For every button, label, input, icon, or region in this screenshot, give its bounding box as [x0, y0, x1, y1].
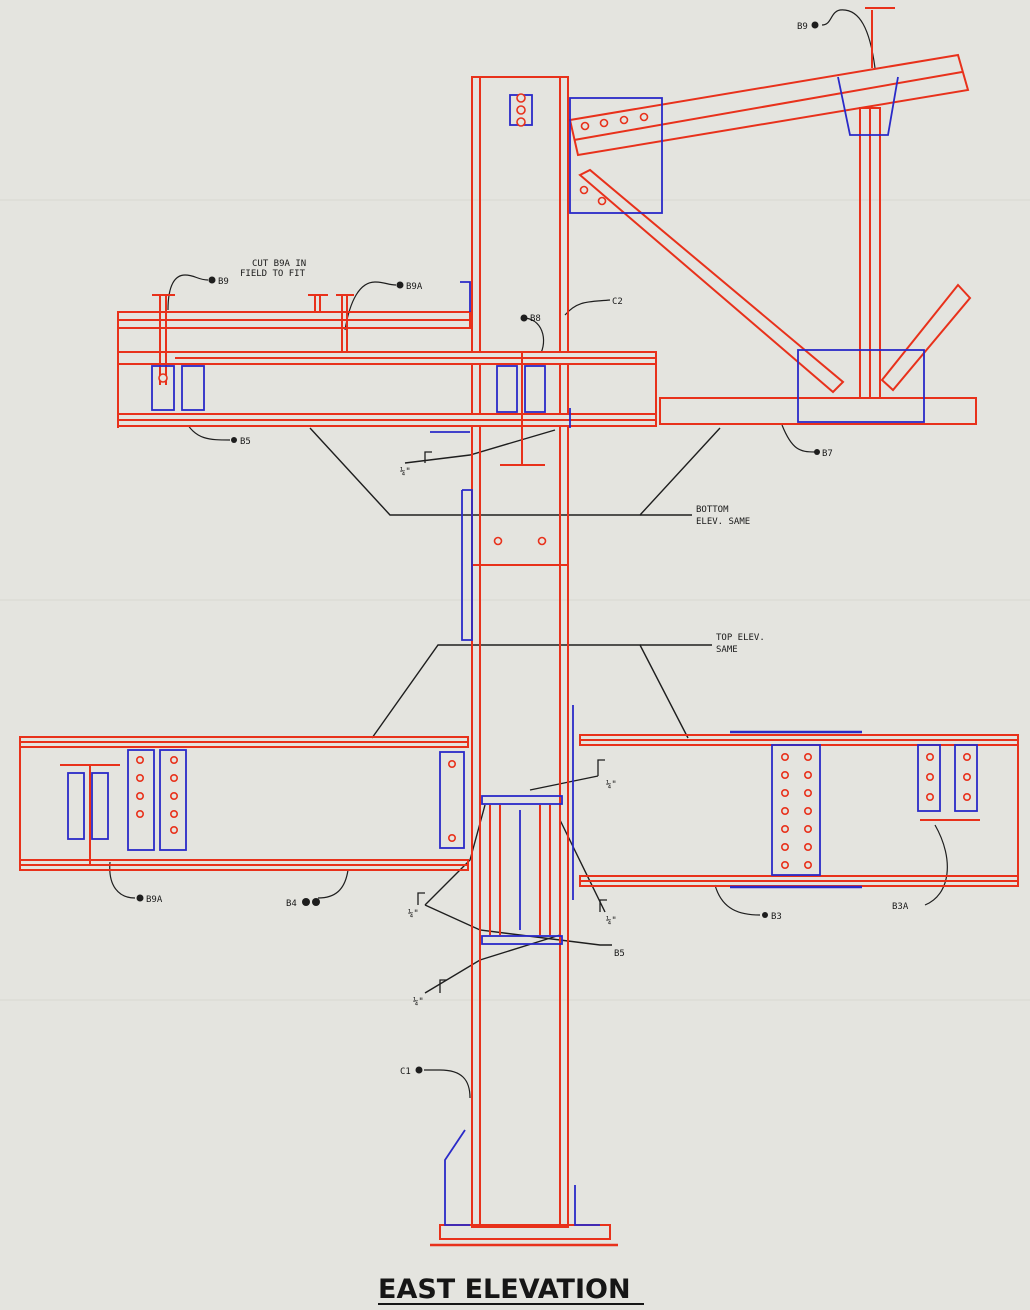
- callout-b9-roof: B9: [797, 22, 808, 32]
- callout-b9: B9: [218, 277, 229, 287]
- diagonal-brace-upper: [578, 168, 845, 394]
- callout-leaders: [109, 9, 948, 1099]
- callout-b4: B4: [286, 899, 297, 909]
- weld-symbol-left: ¼": [408, 909, 419, 919]
- connection-plates: [67, 76, 978, 1226]
- note-cut-field-line1: CUT B9A IN: [252, 259, 306, 269]
- note-bottom-elev-line1: BOTTOM: [696, 505, 729, 515]
- rafter-plate: [569, 97, 663, 214]
- b5-member: [489, 805, 551, 935]
- b8-section: [500, 351, 545, 466]
- note-top-elev-line2: SAME: [716, 645, 738, 655]
- callout-markers: [136, 21, 820, 1074]
- screen-texture: [0, 199, 1030, 1001]
- drawing-title: EAST ELEVATION: [378, 1274, 631, 1305]
- note-cut-field-line2: FIELD TO FIT: [240, 269, 306, 279]
- weld-flags: [417, 451, 607, 993]
- beam-b7: [659, 397, 977, 425]
- callout-c1: C1: [400, 1067, 411, 1077]
- drawing-labels: CUT B9A IN FIELD TO FIT BOTTOM ELEV. SAM…: [146, 22, 909, 1305]
- beam-lower-left: [19, 736, 469, 871]
- callout-b9a: B9A: [406, 282, 423, 292]
- beam-b9-upper: [117, 311, 471, 428]
- base-plate: [430, 1224, 618, 1247]
- callout-b3a: B3A: [892, 902, 909, 912]
- diagonal-brace-right: [880, 283, 972, 392]
- column-c2: [471, 76, 569, 1228]
- steel-members: [19, 7, 1019, 1247]
- roof-rafter: [568, 7, 970, 157]
- post-base-plate: [797, 349, 925, 423]
- weld-symbol-upper: ¼": [400, 467, 411, 477]
- callout-b9a-left: B9A: [146, 895, 163, 905]
- beam-b8: [117, 351, 657, 427]
- callout-b3: B3: [771, 912, 782, 922]
- beam-lower-right: [579, 734, 1019, 887]
- note-bottom-elev-line2: ELEV. SAME: [696, 517, 750, 527]
- callout-b7: B7: [822, 449, 833, 459]
- rafter-post: [859, 107, 881, 399]
- callout-c2: C2: [612, 297, 623, 307]
- callout-b5: B5: [240, 437, 251, 447]
- annotation-lines: [309, 427, 721, 994]
- bolt-holes: [136, 93, 971, 869]
- callout-b8: B8: [530, 314, 541, 324]
- beam-stub-posts: [152, 294, 354, 385]
- note-top-elev-line1: TOP ELEV.: [716, 633, 765, 643]
- callout-b5-lower: B5: [614, 949, 625, 959]
- weld-symbol-right: ¼": [606, 780, 617, 790]
- weld-symbol-lower-right: ¼": [606, 916, 617, 926]
- rafter-knee: [837, 76, 899, 136]
- weld-symbol-bottom: ¼": [413, 997, 424, 1007]
